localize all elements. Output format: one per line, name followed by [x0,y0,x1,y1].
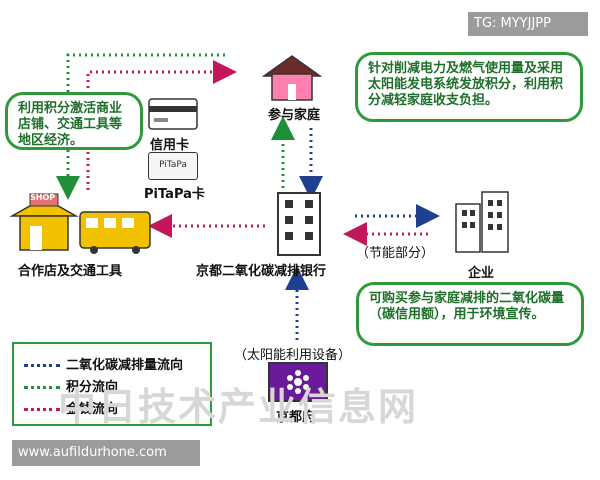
bank-building-icon [277,192,321,256]
watermark-tag: TG: MYYJJPP [468,12,588,36]
shop-transport-label: 合作店及交通工具 [18,264,123,279]
legend-item-money: 金钱流向 [24,398,118,417]
bottom-url-text: www.aufildurhone.com [18,445,167,460]
watermark-text: 中日技术产业信息网 [58,385,419,429]
enterprise-label: 企业 [468,266,495,281]
local-economy-text: 利用积分激活商业店铺、交通工具等地区经济。 [18,101,123,148]
household-label: 参与家庭 [268,108,321,123]
solar-equipment-label: （太阳能利用设备） [234,348,352,363]
kyoto-emblem [268,362,328,402]
energy-saving-label: （节能部分） [356,246,435,261]
credit-card-icon [148,98,198,130]
train-icon [79,211,151,254]
pitapa-card-icon: PiTaPa [148,152,198,180]
legend-item-points: 积分流向 [24,376,118,395]
legend-item-co2: 二氧化碳减排量流向 [24,354,183,373]
bottom-url-tag: www.aufildurhone.com [12,440,200,466]
pitapa-card-text: PiTaPa [159,160,187,170]
house-icon [262,55,322,101]
enterprise-building-icon [455,191,509,253]
kyoto-label: 京都府 [276,410,316,425]
credit-card-label: 信用卡 [150,138,190,153]
household-benefit-bubble: 针对削减电力及燃气使用量及采用太阳能发电系统发放积分，利用积分减轻家庭收支负担。 [355,52,583,122]
watermark-tag-text: TG: MYYJJPP [474,16,551,31]
kyoto-emblem-icon [287,370,309,394]
carbon-credit-bubble: 可购买参与家庭减排的二氧化碳量（碳信用额），用于环境宣传。 [356,282,584,346]
household-benefit-text: 针对削减电力及燃气使用量及采用太阳能发电系统发放积分，利用积分减轻家庭收支负担。 [368,61,564,108]
legend: 二氧化碳减排量流向 积分流向 金钱流向 [12,342,212,426]
pitapa-label: PiTaPa卡 [144,187,205,202]
shop-icon [9,193,79,251]
local-economy-bubble: 利用积分激活商业店铺、交通工具等地区经济。 [5,92,143,150]
shop-sign: SHOP [30,193,56,202]
bank-label: 京都二氧化碳减排银行 [196,264,327,279]
carbon-credit-text: 可购买参与家庭减排的二氧化碳量（碳信用额），用于环境宣传。 [369,291,565,322]
points-flow-top [56,53,225,200]
